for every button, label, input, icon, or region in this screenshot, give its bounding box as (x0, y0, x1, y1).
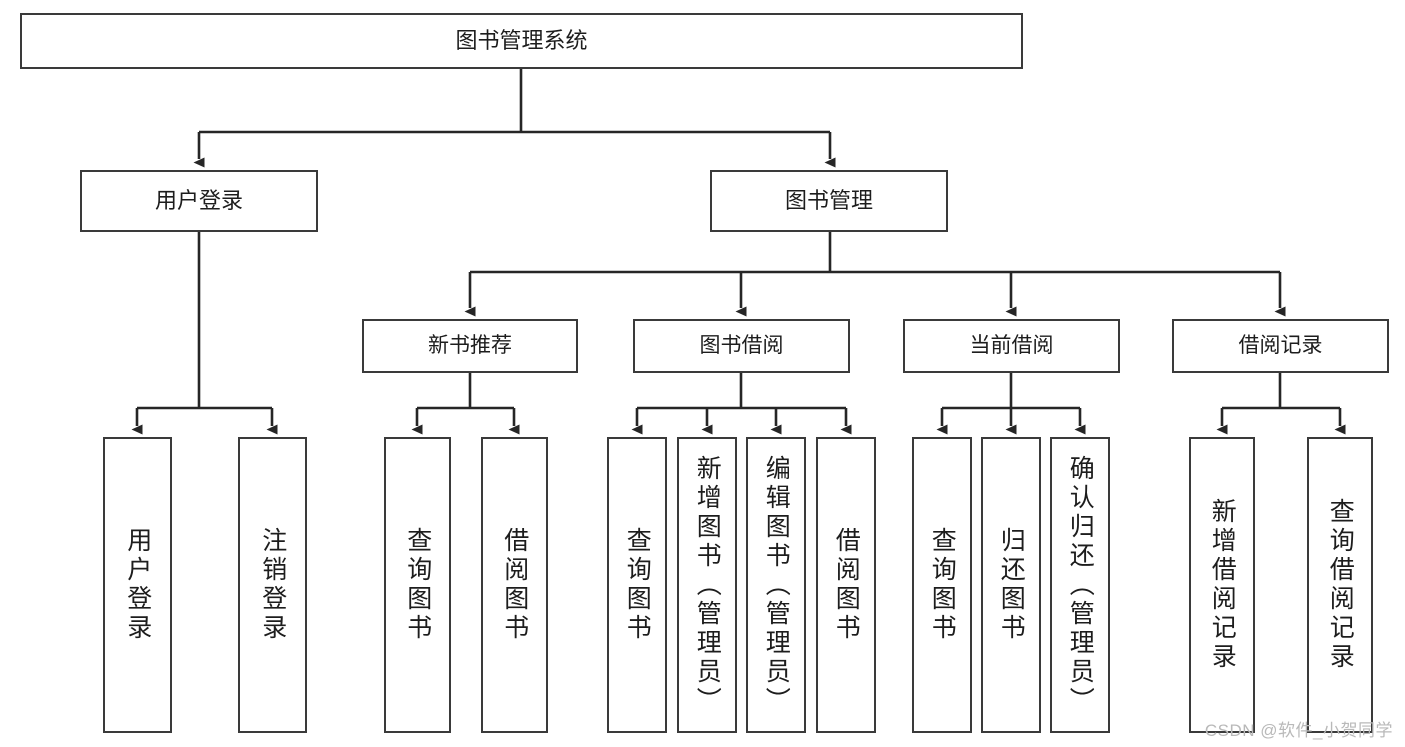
node-root-system[interactable]: 图书管理系统 (20, 13, 1023, 69)
node-label: 新书推荐 (428, 333, 512, 357)
node-leaf-query-book-3[interactable]: 查询图书 (912, 437, 972, 733)
node-label: 图书借阅 (699, 333, 784, 357)
node-book-manage[interactable]: 图书管理 (710, 170, 948, 232)
node-leaf-add-record[interactable]: 新增借阅记录 (1189, 437, 1255, 733)
node-new-book-recommend[interactable]: 新书推荐 (362, 319, 578, 373)
node-leaf-borrow-book-2[interactable]: 借阅图书 (816, 437, 876, 733)
node-leaf-query-record[interactable]: 查询借阅记录 (1307, 437, 1373, 733)
node-leaf-return-book[interactable]: 归还图书 (981, 437, 1041, 733)
node-borrow-record[interactable]: 借阅记录 (1172, 319, 1389, 373)
node-label: 图书管理 (784, 188, 873, 214)
node-label: 用户登录 (123, 527, 152, 643)
node-label: 查询图书 (623, 527, 652, 643)
node-leaf-query-book-2[interactable]: 查询图书 (607, 437, 667, 733)
node-leaf-user-login[interactable]: 用户登录 (103, 437, 172, 733)
node-label: 借阅图书 (500, 527, 529, 643)
node-label: 查询借阅记录 (1326, 498, 1355, 672)
node-label: 借阅记录 (1238, 333, 1323, 357)
node-label: 确认归还（管理员） (1066, 454, 1095, 716)
node-leaf-edit-book[interactable]: 编辑图书（管理员） (746, 437, 806, 733)
node-label: 用户登录 (154, 188, 243, 214)
node-label: 查询图书 (403, 527, 432, 643)
node-label: 归还图书 (997, 527, 1026, 643)
node-label: 注销登录 (258, 527, 287, 643)
node-book-borrow[interactable]: 图书借阅 (633, 319, 850, 373)
csdn-watermark: CSDN @软件_小贺同学 (1204, 721, 1393, 740)
node-leaf-confirm-return[interactable]: 确认归还（管理员） (1050, 437, 1110, 733)
node-label: 当前借阅 (969, 333, 1054, 357)
node-label: 图书管理系统 (455, 28, 588, 54)
node-label: 编辑图书（管理员） (762, 454, 791, 716)
node-leaf-logout[interactable]: 注销登录 (238, 437, 307, 733)
node-leaf-query-book-1[interactable]: 查询图书 (384, 437, 451, 733)
node-leaf-borrow-book-1[interactable]: 借阅图书 (481, 437, 548, 733)
node-label: 查询图书 (928, 527, 957, 643)
node-label: 借阅图书 (832, 527, 861, 643)
node-label: 新增借阅记录 (1208, 498, 1237, 672)
node-label: 新增图书（管理员） (693, 454, 722, 716)
node-current-borrow[interactable]: 当前借阅 (903, 319, 1120, 373)
node-leaf-add-book[interactable]: 新增图书（管理员） (677, 437, 737, 733)
node-user-login[interactable]: 用户登录 (80, 170, 318, 232)
